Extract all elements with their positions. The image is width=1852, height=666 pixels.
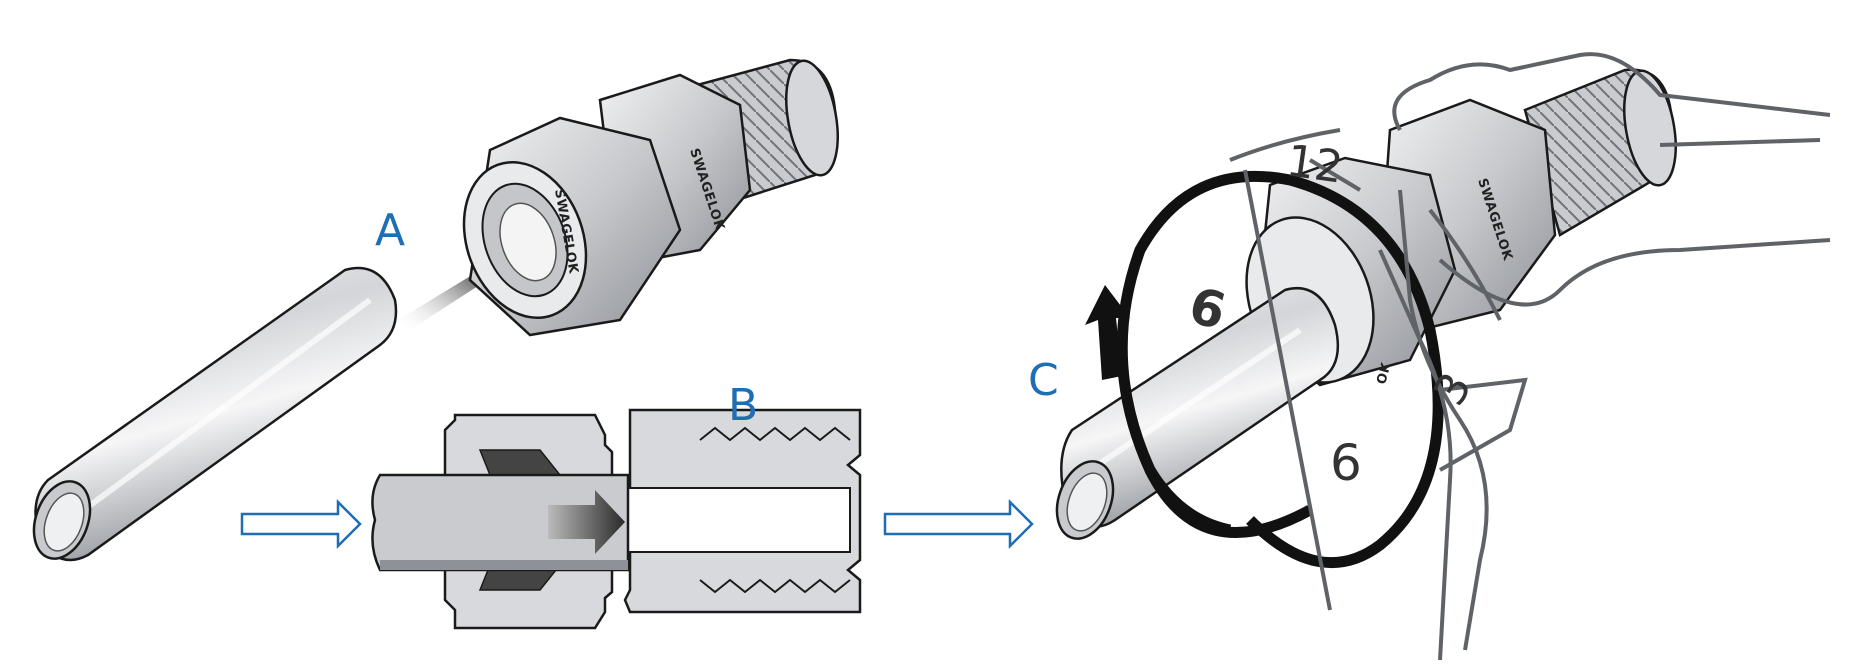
panel-c: SWAGELOK OK <box>1028 52 1831 661</box>
push-arrow-icon <box>548 490 625 554</box>
flow-arrow-icon <box>883 498 1034 550</box>
panel-b: B <box>371 380 862 630</box>
fitting-partial-mark: OK <box>1374 360 1394 386</box>
rotation-arrow-icon <box>1085 285 1130 380</box>
tube-a <box>32 266 398 562</box>
panel-a: SWAGELOK SWAGELOK A <box>32 58 839 562</box>
clock-number-6: 6 <box>1330 434 1362 492</box>
wrench-outline <box>1229 52 1831 661</box>
fitting-a: SWAGELOK SWAGELOK <box>462 58 839 337</box>
step-label-c: C <box>1028 355 1059 406</box>
clock-dial <box>1243 158 1528 611</box>
tube-c <box>1055 287 1340 540</box>
step-label-a: A <box>375 205 405 256</box>
step-label-b: B <box>728 380 758 431</box>
flow-arrow-icon <box>240 498 362 550</box>
clock-number-12: 12 <box>1283 135 1346 193</box>
